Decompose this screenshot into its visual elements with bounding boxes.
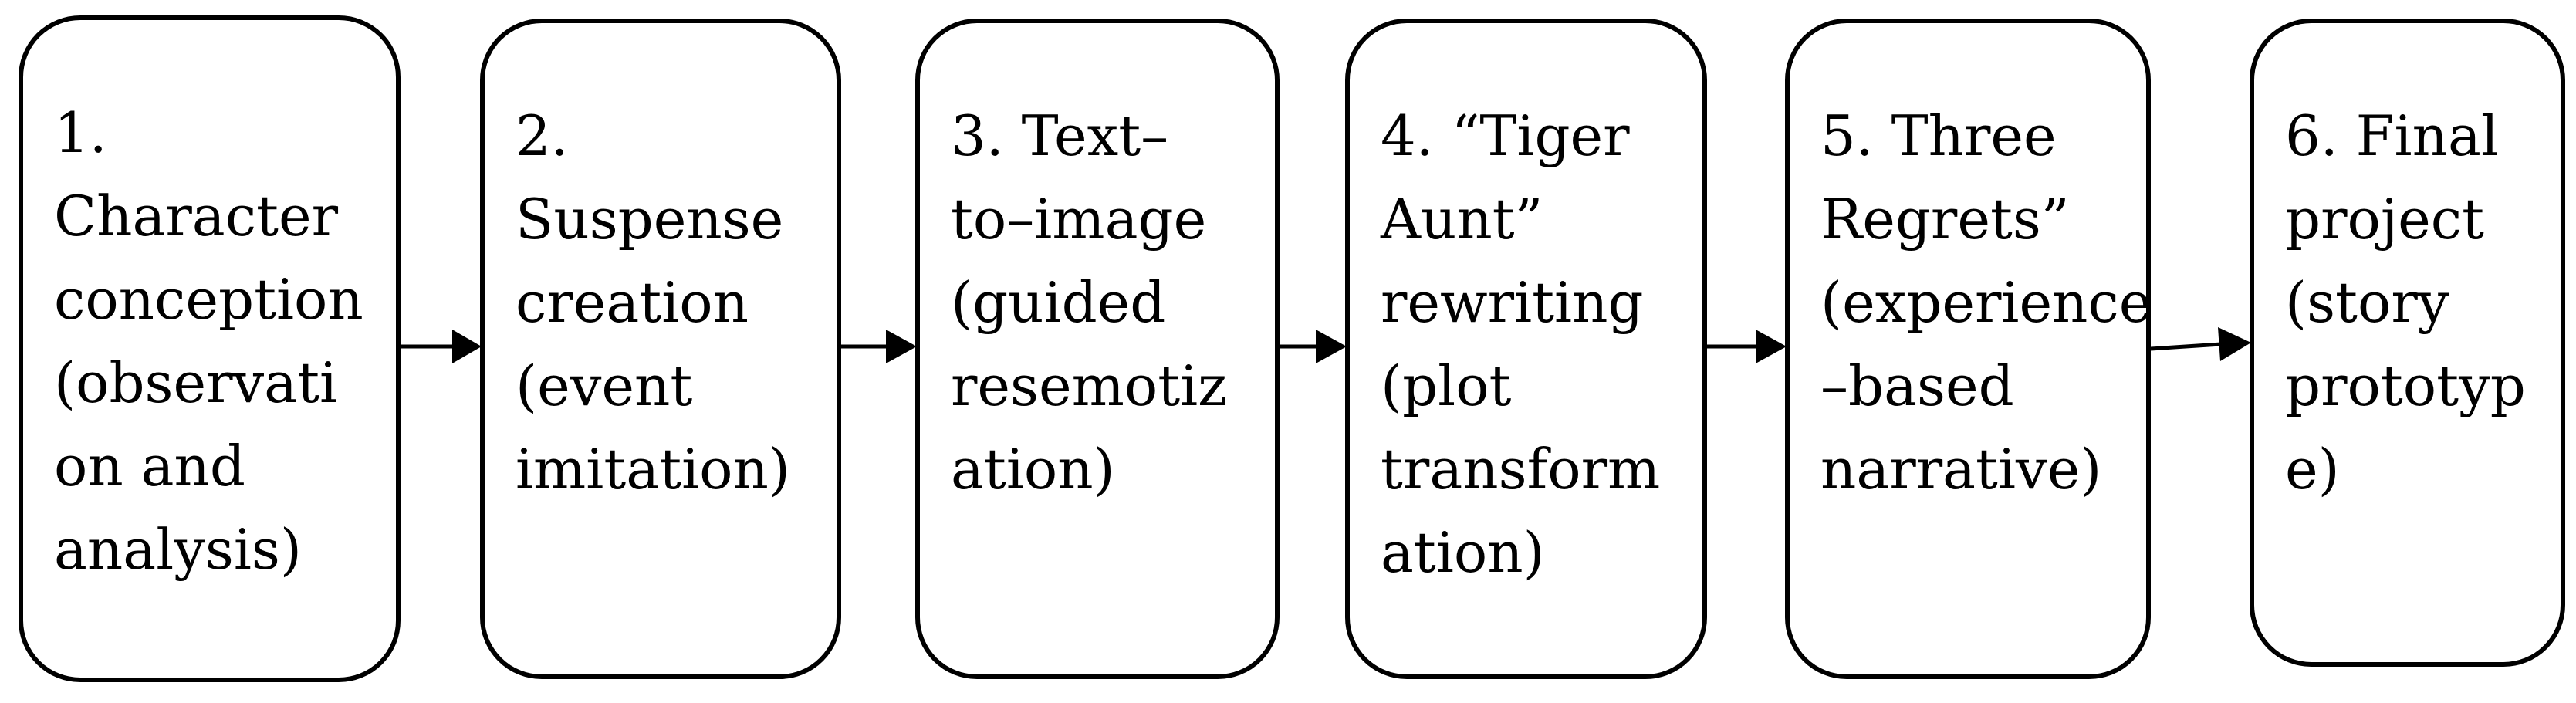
step-box-1: 1. Character conception (observati on an… [19,15,401,682]
step-box-2: 2. Suspense creation (event imitation) [480,19,841,679]
arrow-1-to-2 [401,330,482,363]
arrow-5-to-6 [2150,327,2251,361]
arrow-4-to-5 [1707,330,1787,363]
step-label-1: 1. Character conception (observati on an… [54,100,363,582]
arrow-3-to-4 [1275,330,1347,363]
step-label-3: 3. Text– to–image (guided resemotiz atio… [951,103,1228,502]
step-label-6: 6. Final project (story prototyp e) [2285,103,2526,502]
step-box-4: 4. “Tiger Aunt” rewriting (plot transfor… [1345,19,1707,679]
step-label-2: 2. Suspense creation (event imitation) [516,103,790,502]
step-box-5: 5. Three Regrets” (experience –based nar… [1785,19,2152,679]
step-box-3: 3. Text– to–image (guided resemotiz atio… [915,19,1280,679]
step-label-5: 5. Three Regrets” (experience –based nar… [1820,103,2152,502]
arrow-2-to-3 [841,330,917,363]
step-box-6: 6. Final project (story prototyp e) [2250,19,2565,667]
step-label-4: 4. “Tiger Aunt” rewriting (plot transfor… [1381,103,1661,585]
